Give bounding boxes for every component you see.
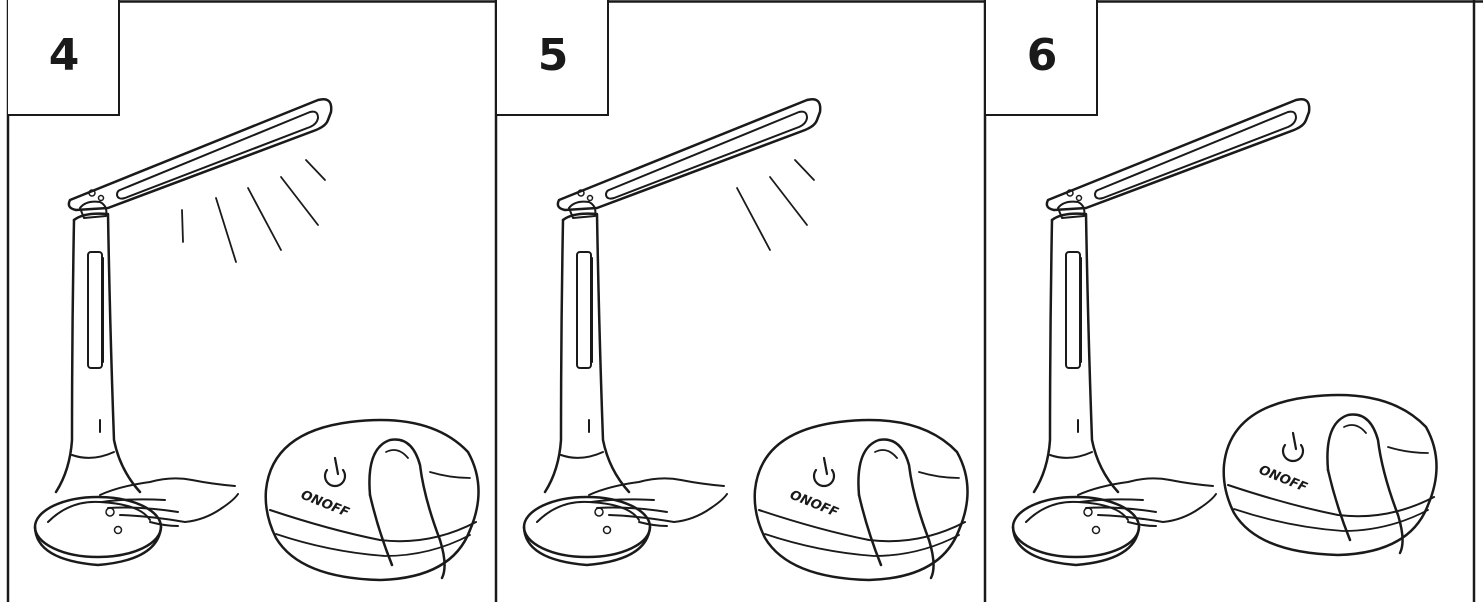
step-panel-4: 4	[8, 0, 496, 602]
step-number: 5	[497, 30, 609, 82]
step-number-box: 6	[986, 0, 1098, 116]
step-panel-6: 6	[986, 0, 1474, 602]
step-panel-5: 5	[497, 0, 985, 602]
step-number: 4	[8, 30, 120, 82]
step-number: 6	[986, 30, 1098, 82]
step-number-box: 4	[8, 0, 120, 116]
step-number-box: 5	[497, 0, 609, 116]
